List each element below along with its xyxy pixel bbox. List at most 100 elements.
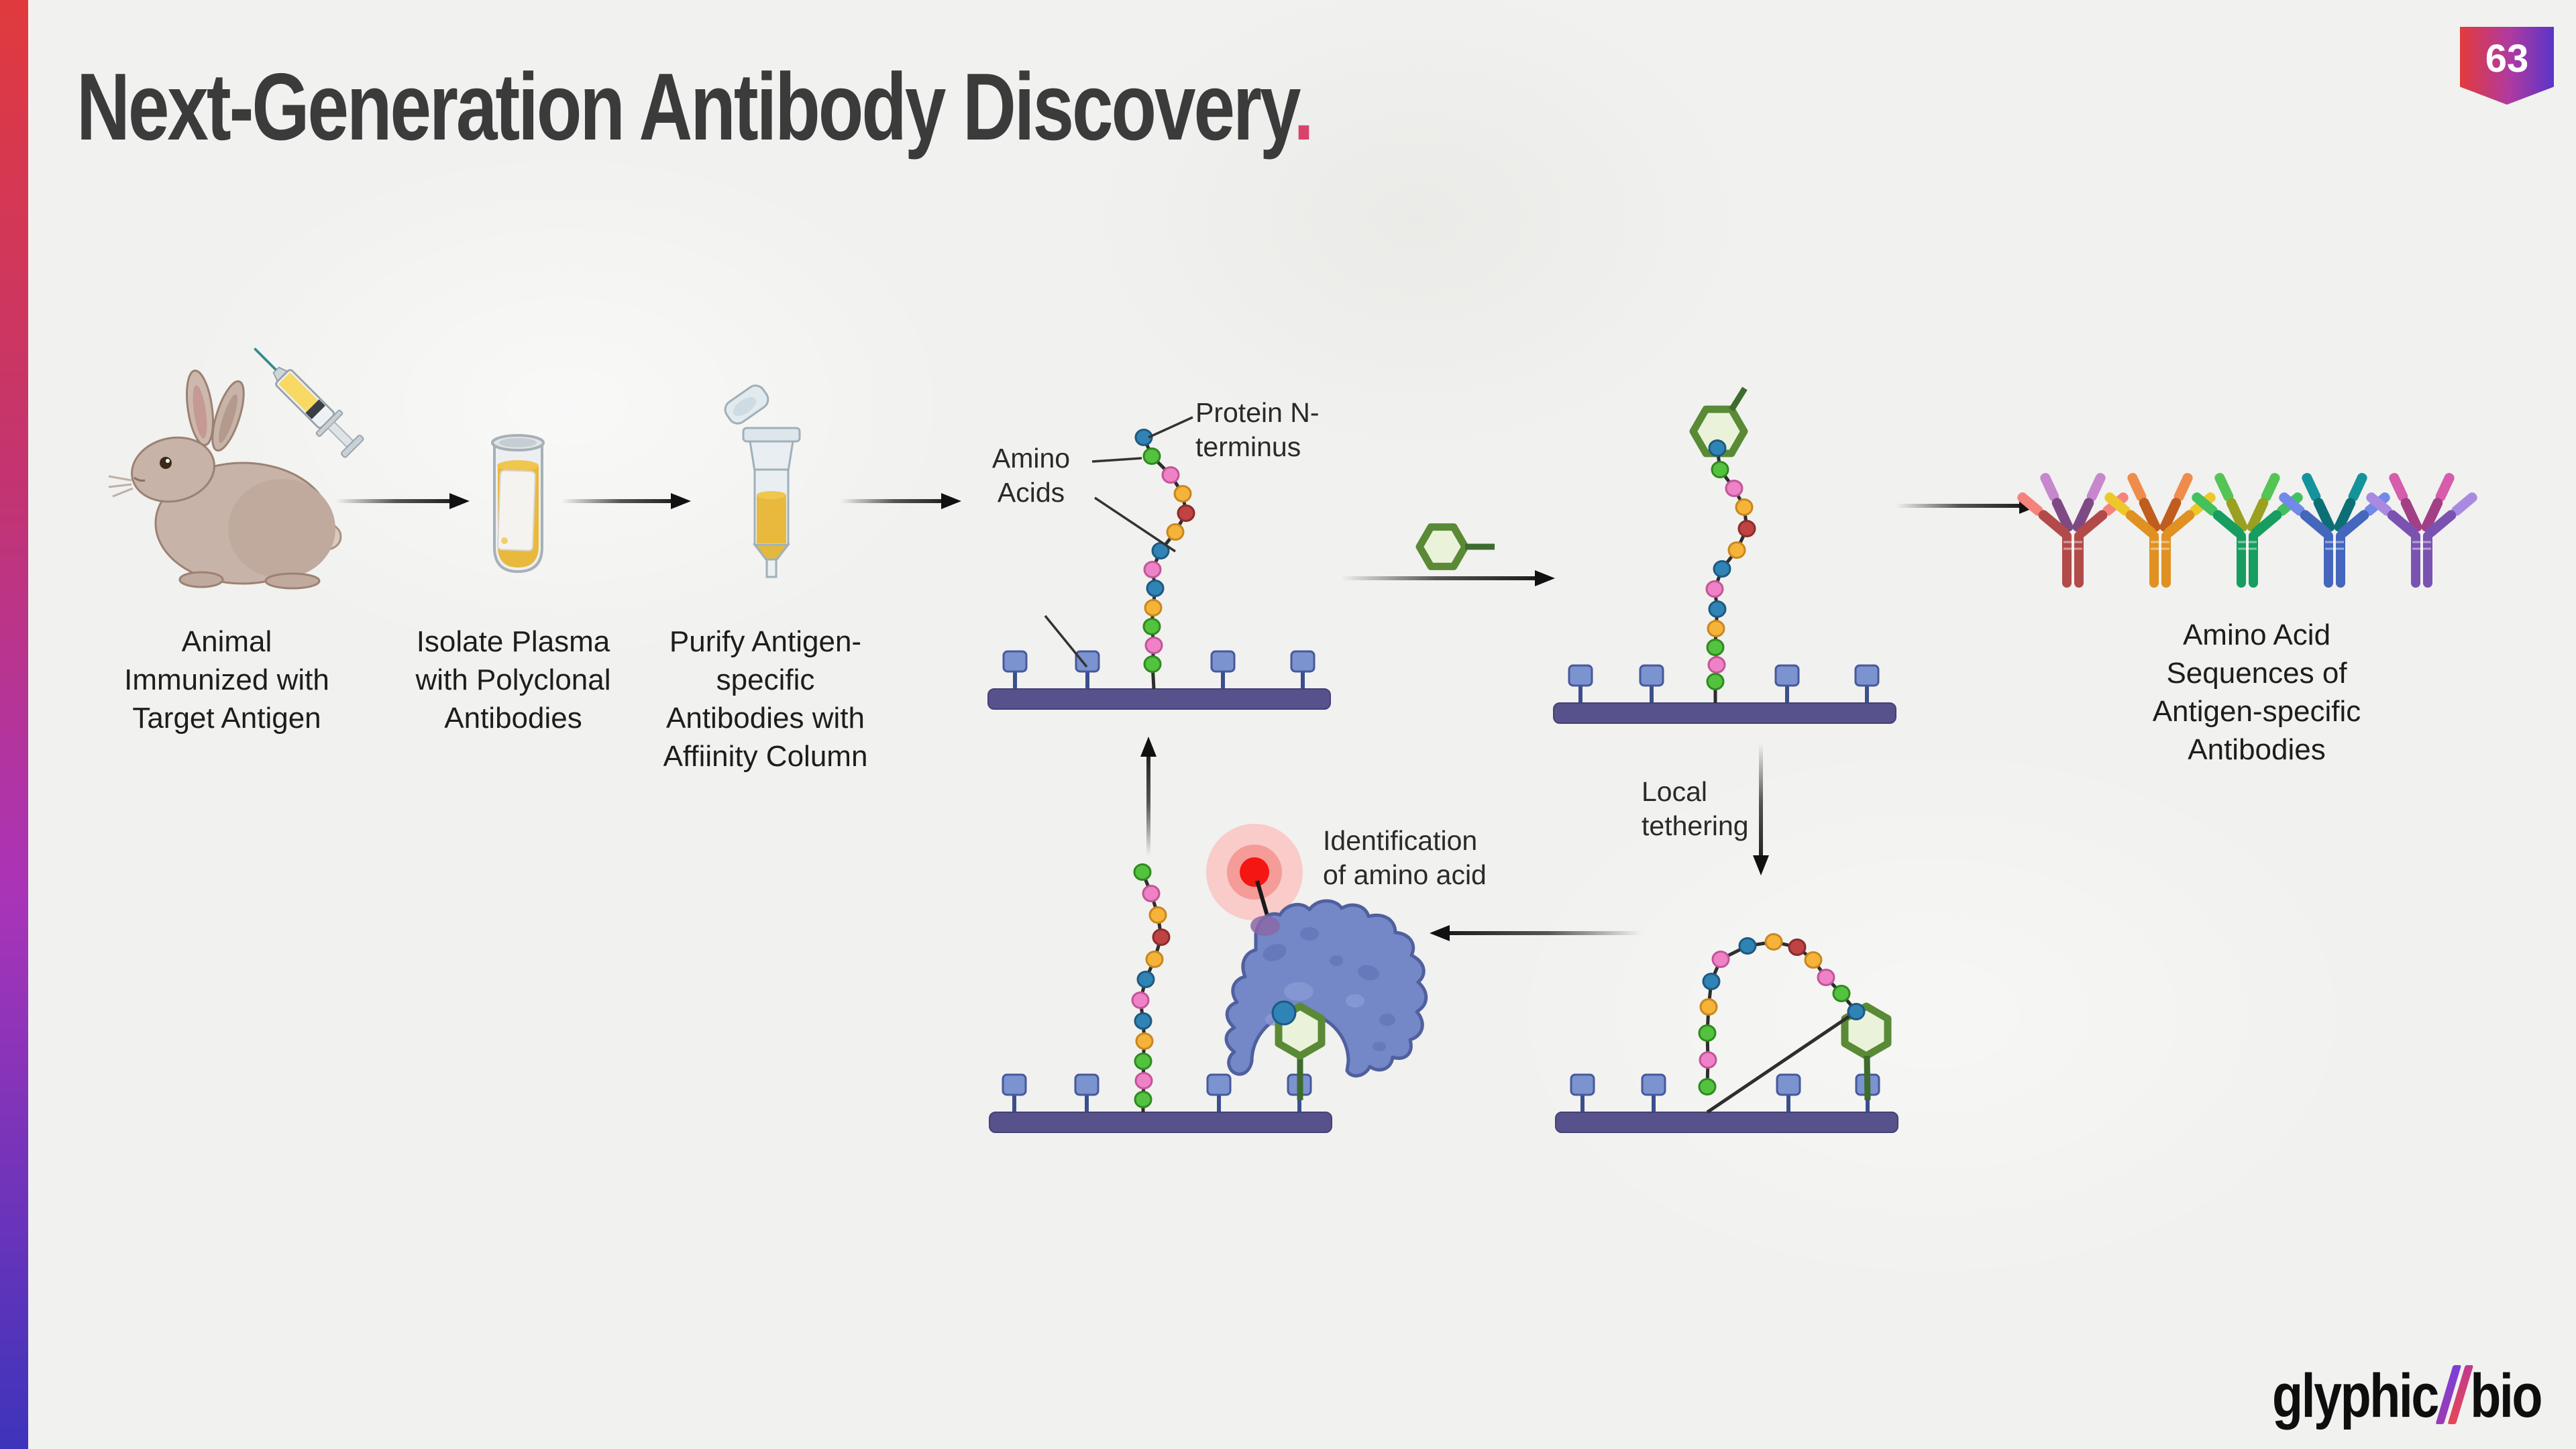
arrow — [562, 493, 691, 509]
amino-acid-bead — [1735, 498, 1754, 516]
amino-acid-bead — [1152, 928, 1171, 946]
peptide-chain-tethered-arch — [1698, 933, 1866, 1114]
amino-acid-bead — [1134, 1072, 1153, 1089]
amino-acid-bead — [1143, 655, 1162, 673]
capture-square — [1776, 1073, 1801, 1096]
antibody-icon — [2279, 473, 2390, 588]
surface — [1555, 1073, 1898, 1133]
amino-acid-bead — [1817, 969, 1835, 986]
label-amino-acids: Amino Acids — [991, 443, 1071, 508]
amino-acid-bead — [1166, 523, 1185, 541]
peptide-chains — [1131, 429, 1866, 1114]
amino-acid-bead — [1161, 466, 1180, 484]
amino-acid-bead — [1738, 937, 1757, 955]
capture-square — [1774, 664, 1800, 687]
amino-acid-bead — [1271, 1000, 1297, 1026]
capture-square — [1002, 1073, 1027, 1096]
title-period: . — [1293, 54, 1314, 160]
step-label-purify: Purify Antigen-specific Antibodies with … — [663, 625, 868, 773]
surface-bar — [989, 1112, 1332, 1133]
syringe-icon — [254, 347, 364, 458]
amino-acid-bead — [1847, 1003, 1866, 1020]
capture-square — [1206, 1073, 1232, 1096]
arrow — [1140, 737, 1157, 857]
antibody-icons — [2017, 473, 2477, 588]
amino-acid-bead — [1142, 885, 1161, 902]
antibody-icon — [2366, 473, 2477, 588]
surface-bar — [1553, 702, 1896, 724]
amino-acid-bead — [1173, 485, 1192, 502]
arrow — [1894, 498, 2039, 514]
step-label-immunize: Animal Immunized with Target Antigen — [124, 625, 329, 735]
amino-acid-bead — [1698, 1024, 1717, 1042]
page-number-badge: 63 — [2460, 27, 2554, 105]
plasma-tube-icon — [491, 434, 545, 574]
capture-square — [1290, 650, 1316, 673]
peptide-chain-clicked-peptide — [1705, 439, 1756, 703]
logo-text-glyphic: glyphic — [2272, 1362, 2439, 1430]
capture-square — [1002, 650, 1028, 673]
amino-acid-bead — [1146, 580, 1165, 597]
amino-acid-bead — [1706, 639, 1725, 656]
antibody-icon — [2017, 473, 2129, 588]
amino-acid-bead — [1698, 1078, 1717, 1095]
amino-acid-bead — [1135, 1032, 1154, 1050]
amino-acid-bead — [1702, 973, 1721, 990]
logo-text-bio: bio — [2470, 1362, 2542, 1430]
antibody-icon — [2192, 473, 2303, 588]
amino-acid-bead — [1764, 933, 1783, 951]
amino-acid-bead — [1699, 1051, 1717, 1069]
antibody-icon — [2104, 473, 2216, 588]
amino-acid-bead — [1711, 461, 1729, 478]
amino-acid-bead — [1134, 1012, 1152, 1030]
surface-bar — [1555, 1112, 1898, 1133]
recognizer-protein — [1224, 899, 1428, 1078]
surface-bar — [987, 688, 1331, 710]
amino-acid-bead — [1725, 480, 1743, 497]
click-reagent-hexagon-icon — [1415, 523, 1469, 570]
arrow — [335, 493, 470, 509]
amino-acid-bead — [1177, 504, 1195, 522]
amino-acid-bead — [1727, 541, 1746, 559]
amino-acid-bead — [1136, 971, 1155, 988]
amino-acid-bead — [1134, 1091, 1152, 1108]
click-reagent-hexagons — [1271, 386, 1892, 1101]
annotation-pointer-lines — [1044, 416, 1193, 668]
amino-acid-bead — [1804, 951, 1823, 969]
amino-acid-bead — [1144, 599, 1163, 616]
label-local-tethering: Local tethering — [1642, 776, 1749, 841]
page-title-text: Next-Generation Antibody Discovery — [76, 54, 1295, 160]
amino-acid-bead — [1134, 1053, 1152, 1070]
amino-acid-bead — [1708, 600, 1727, 618]
arrow — [1753, 743, 1769, 875]
amino-acid-bead — [1151, 542, 1170, 559]
peptide-chain-surface-peptide — [1134, 429, 1195, 690]
amino-acid-bead — [1699, 998, 1718, 1016]
step-label-isolate: Isolate Plasma with Polyclonal Antibodie… — [415, 625, 611, 735]
affinity-column-icon — [724, 384, 801, 578]
page-number: 63 — [2485, 37, 2529, 80]
amino-acid-bead — [1133, 863, 1152, 881]
flow-arrows — [335, 493, 2039, 941]
amino-acid-bead — [1142, 447, 1161, 465]
surface — [1553, 664, 1896, 724]
amino-acid-bead — [1705, 580, 1724, 598]
rabbit-icon — [108, 369, 342, 590]
signal-glow — [1206, 824, 1303, 920]
arrow — [1430, 925, 1643, 941]
capture-square — [1641, 1073, 1666, 1096]
sequencing-surfaces — [987, 650, 1898, 1133]
glyphic-bio-logo: glyphic bio — [2272, 1361, 2542, 1432]
label-protein-n-terminus: Protein N-terminus — [1195, 397, 1320, 462]
peptide-chain-cleaved-peptide — [1131, 863, 1171, 1112]
capture-square — [1074, 1073, 1099, 1096]
pointer-line — [1091, 457, 1142, 463]
amino-acid-bead — [1145, 951, 1164, 968]
capture-square — [1854, 664, 1880, 687]
capture-square — [1568, 664, 1593, 687]
amino-acid-bead — [1707, 620, 1725, 637]
amino-acid-bead — [1148, 906, 1167, 924]
capture-square — [1570, 1073, 1595, 1096]
amino-acid-bead — [1711, 951, 1730, 968]
pointer-line — [1094, 496, 1176, 553]
